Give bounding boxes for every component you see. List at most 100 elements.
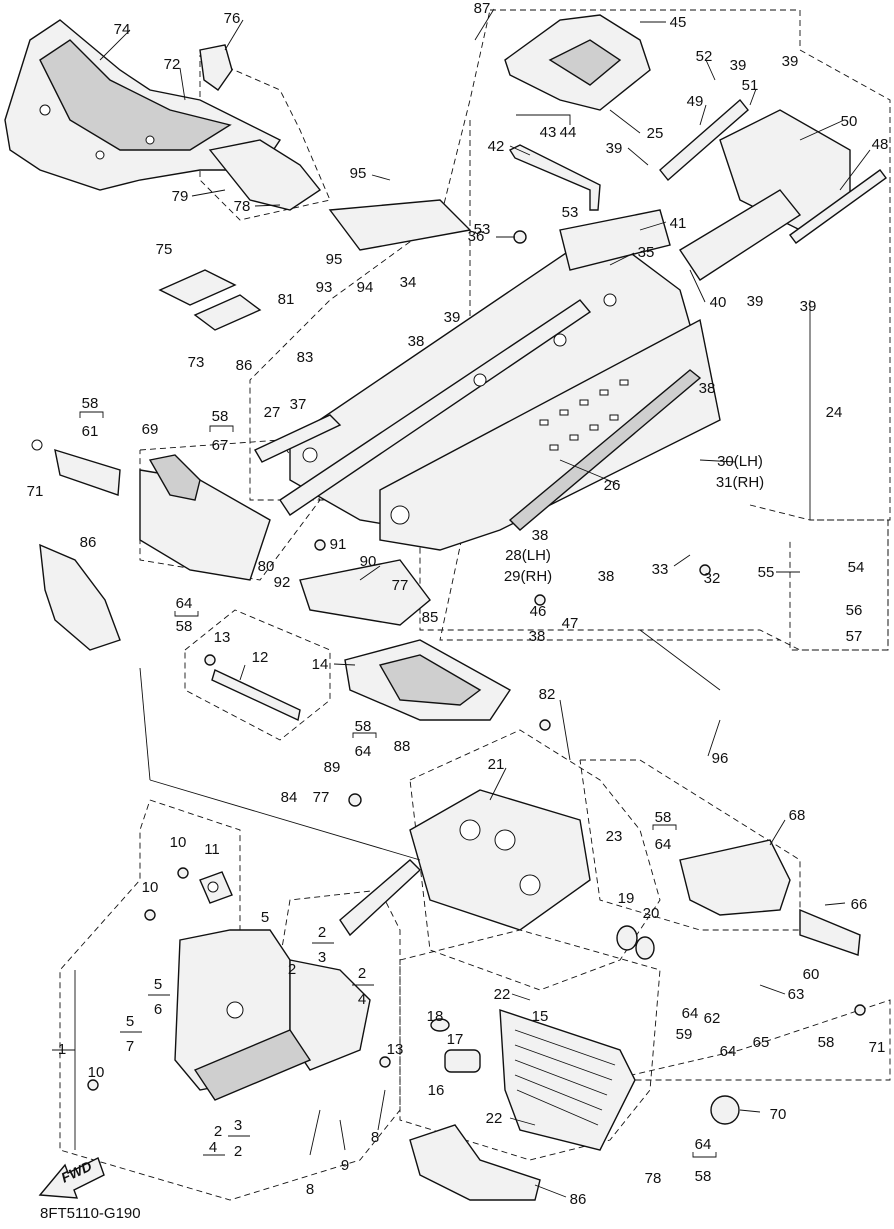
tunnel-21-hole-3	[519, 874, 541, 896]
callout-c76: 76	[224, 10, 241, 27]
nut-71b	[854, 1004, 866, 1016]
leader-86c	[534, 1184, 567, 1198]
seat-pads	[158, 269, 262, 331]
leader-12	[239, 664, 246, 681]
leader-22b	[509, 1117, 536, 1126]
callout-c73: 73	[188, 354, 205, 371]
diagram-code: 8FT5110-G190	[40, 1205, 141, 1222]
bearing-19	[616, 925, 638, 951]
bracket-86-lower	[409, 1124, 541, 1201]
callout-c81: 81	[278, 291, 295, 308]
tunnel-hole-a	[390, 505, 410, 525]
bolt-9	[339, 1119, 346, 1151]
footrest-rail-26	[508, 369, 702, 531]
callout-c92: 92	[274, 574, 291, 591]
callout-c39b: 39	[606, 140, 623, 157]
callout-c47: 47	[562, 615, 579, 632]
callout-c6: 6	[154, 1001, 162, 1018]
callout-c39e: 39	[747, 293, 764, 310]
fin-5	[516, 1089, 599, 1126]
leader-40	[689, 269, 706, 303]
callout-c5a: 5	[261, 909, 269, 926]
callout-c78a: 78	[234, 198, 251, 215]
callout-c39d: 39	[782, 53, 799, 70]
callout-c77a: 77	[392, 577, 409, 594]
lower-bracket-86	[409, 1124, 541, 1201]
cowl-hole-2	[95, 150, 105, 160]
plate-90	[299, 559, 431, 626]
callout-c7: 7	[126, 1038, 134, 1055]
callout-c33: 33	[652, 561, 669, 578]
leader-82	[559, 699, 571, 761]
leader-79	[191, 189, 226, 197]
callout-c77b: 77	[313, 789, 330, 806]
nose-cowl-ridge	[39, 39, 232, 151]
callout-c93: 93	[316, 279, 333, 296]
assembly-outlines	[59, 9, 891, 1201]
fasteners	[87, 230, 866, 1156]
tunnel-side	[379, 318, 721, 551]
callout-c32: 32	[704, 570, 721, 587]
leader-72	[179, 67, 186, 101]
tunnel-21	[409, 789, 591, 931]
bracket-55-outline	[749, 504, 889, 651]
callout-c96: 96	[712, 750, 729, 767]
callout-c38b: 38	[699, 380, 716, 397]
leader-50	[799, 120, 843, 141]
callout-c3a: 3	[318, 949, 326, 966]
frame-1-hole	[226, 1001, 244, 1019]
slot-9	[609, 414, 619, 421]
bumper	[679, 839, 861, 956]
callout-c12: 12	[252, 649, 269, 666]
callout-c13b: 13	[387, 1041, 404, 1058]
callout-c91: 91	[330, 536, 347, 553]
leader-lines	[52, 8, 871, 1198]
bracket-60	[799, 908, 861, 956]
nut-10c	[87, 1079, 99, 1091]
rack-25-cutout	[548, 39, 622, 86]
callout-c51: 51	[742, 77, 759, 94]
cowl-side-panel	[208, 139, 322, 211]
bracket-58-64c	[652, 824, 677, 830]
leader-76	[224, 19, 244, 51]
callout-c95a: 95	[350, 165, 367, 182]
callout-c83: 83	[297, 349, 314, 366]
leader-43-44	[516, 114, 571, 125]
callout-c13a: 13	[214, 629, 231, 646]
bar-12	[211, 669, 301, 722]
leader-39b	[627, 147, 649, 166]
bracket-64-58g	[692, 1152, 717, 1158]
callout-c25: 25	[647, 125, 664, 142]
callout-c49: 49	[687, 93, 704, 110]
callout-c64d: 64	[682, 1005, 699, 1022]
callout-c80: 80	[258, 558, 275, 575]
leader-26	[559, 459, 621, 486]
callout-c11: 11	[204, 841, 220, 858]
leader-25	[609, 109, 641, 134]
callout-c67: 67	[212, 437, 229, 454]
tunnel-hole-b	[302, 447, 318, 463]
callout-brackets	[79, 411, 717, 1158]
callout-c58c: 58	[176, 618, 193, 635]
callout-c22b: 22	[486, 1110, 503, 1127]
callout-c1: 1	[58, 1041, 66, 1058]
rear-plate-outline	[609, 999, 891, 1081]
callout-c41: 41	[670, 215, 687, 232]
plate-70	[710, 1095, 740, 1125]
callout-c86a: 86	[236, 357, 253, 374]
callout-c38a: 38	[408, 333, 425, 350]
callout-c2e: 2	[234, 1143, 242, 1160]
callout-c86b: 86	[80, 534, 97, 551]
plate-40	[679, 189, 802, 281]
bracket-49	[659, 98, 749, 182]
leader-49	[699, 104, 707, 126]
callout-c71a: 71	[27, 483, 44, 500]
plate-41	[559, 209, 671, 271]
callout-c86c: 86	[570, 1191, 587, 1208]
callout-c61: 61	[82, 423, 99, 440]
upper-plate	[328, 199, 472, 251]
callout-c82: 82	[539, 686, 556, 703]
fin-2	[514, 1044, 613, 1081]
callout-c29: 29(RH)	[504, 568, 552, 585]
callout-c44: 44	[560, 124, 577, 141]
